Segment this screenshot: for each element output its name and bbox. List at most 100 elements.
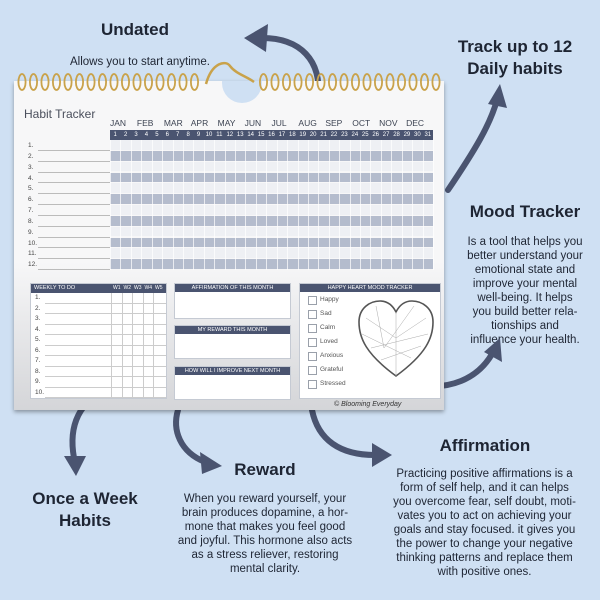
grid-column-line (349, 140, 351, 270)
month-label: MAR (163, 118, 183, 128)
day-number: 21 (320, 132, 327, 138)
grid-column-line (245, 140, 247, 270)
habit-row-line (38, 204, 110, 205)
month-label: MAY (217, 118, 236, 128)
weekly-heading-line1: Once a Week (32, 489, 138, 508)
undated-heading: Undated (101, 20, 169, 39)
undated-text: Allows you to start anytime. (70, 56, 210, 68)
desc-line: you overcome fear, self doubt, moti- (393, 496, 576, 508)
desc-line: brain produces dopamine, a hor- (181, 507, 349, 519)
mood-checkbox (308, 352, 317, 361)
grid-column-line (328, 140, 330, 270)
spiral-loop (63, 73, 73, 91)
habit-row-band (110, 140, 433, 150)
day-number: 9 (196, 132, 201, 138)
spiral-loop (52, 73, 62, 91)
day-number: 12 (226, 132, 234, 138)
weekly-header (31, 284, 166, 293)
day-number: 24 (351, 132, 359, 138)
spiral-loop (408, 73, 418, 91)
habit-row-line (38, 193, 110, 195)
desc-line: Practicing positive affirmations is a (396, 468, 573, 480)
weekly-column-line (111, 293, 112, 398)
mood-checkbox (308, 296, 317, 305)
day-number: 7 (176, 132, 180, 138)
spiral-loop (339, 73, 349, 91)
affirmation-panel: AFFIRMATION OF THIS MONTH (174, 283, 291, 319)
grid-column-line (370, 140, 372, 270)
weekly-column-label: W3 (134, 285, 142, 291)
weekly-row-number: 6. (35, 346, 41, 354)
month-label: FEB (136, 118, 154, 128)
spiral-loop (316, 73, 326, 91)
spiral-binding (17, 61, 441, 91)
month-label: JAN (110, 118, 127, 128)
weekly-column-label: W4 (144, 285, 153, 291)
weekly-column-line (121, 293, 123, 398)
spiral-loop (155, 73, 165, 91)
habit-row-band (110, 226, 433, 237)
month-label: AUG (298, 118, 317, 128)
day-number: 6 (165, 132, 169, 138)
day-number: 4 (144, 132, 149, 138)
day-number: 28 (393, 132, 400, 138)
desc-line: as a stress reliever, restoring (191, 549, 339, 561)
reward-heading: Reward (234, 460, 296, 479)
weekly-row-number: 2. (35, 304, 41, 312)
spiral-loop (98, 73, 108, 91)
desc-line: form of self help, and it can helps (400, 482, 569, 494)
day-number: 31 (424, 132, 432, 138)
habit-row-line (38, 149, 110, 151)
desc-line: mone that makes you feel good (184, 521, 346, 533)
spiral-loop (396, 73, 406, 91)
weekly-row-number: 8. (35, 367, 41, 375)
day-number: 22 (330, 132, 338, 138)
month-label: JUL (271, 118, 287, 128)
day-number: 17 (278, 132, 286, 138)
desc-line: better understand your (467, 250, 583, 262)
habit-row-number: 10. (28, 239, 38, 247)
grid-column-line (380, 140, 382, 270)
mood-label: Anxious (320, 352, 344, 359)
grid-column-line (297, 140, 299, 270)
day-number: 13 (236, 132, 244, 138)
habit-grid: 1.2.3.4.5.6.7.8.9.10.11.12. (14, 140, 444, 270)
grid-column-line (307, 140, 309, 270)
mood-checkbox (308, 338, 317, 347)
grid-column-line (287, 140, 289, 270)
weekly-row-number: 1. (35, 294, 41, 301)
mood-checkbox (308, 310, 317, 319)
grid-column-line (391, 140, 393, 270)
spiral-loop (419, 73, 429, 91)
weekly-row-line (45, 344, 166, 346)
grid-column-line (203, 140, 205, 270)
improve-panel: HOW WILL I IMPROVE NEXT MONTH (174, 366, 291, 400)
habit-row-number: 2. (28, 152, 34, 160)
spiral-loop (385, 73, 395, 91)
day-number: 3 (134, 132, 138, 138)
grid-column-line (276, 140, 278, 270)
spiral-loop (270, 73, 280, 91)
weekly-rows: 1.2.3.4.5.6.7.8.9.10. (31, 293, 166, 398)
spiral-loop (75, 73, 85, 91)
habit-row-number: 6. (28, 196, 34, 204)
day-number: 10 (205, 132, 213, 138)
arrowhead-track (488, 84, 507, 108)
weekly-row-line (45, 376, 166, 377)
habit-row-line (38, 182, 110, 184)
habit-row-band (110, 259, 433, 269)
weekly-row-line (45, 355, 166, 356)
day-number: 1 (113, 132, 117, 138)
heart-icon (358, 300, 434, 377)
habit-row-band (110, 205, 433, 215)
habit-row-number: 12. (28, 261, 38, 269)
grid-column-line (182, 140, 184, 270)
mood-heading: Mood Tracker (469, 202, 581, 221)
day-number: 14 (247, 132, 254, 138)
